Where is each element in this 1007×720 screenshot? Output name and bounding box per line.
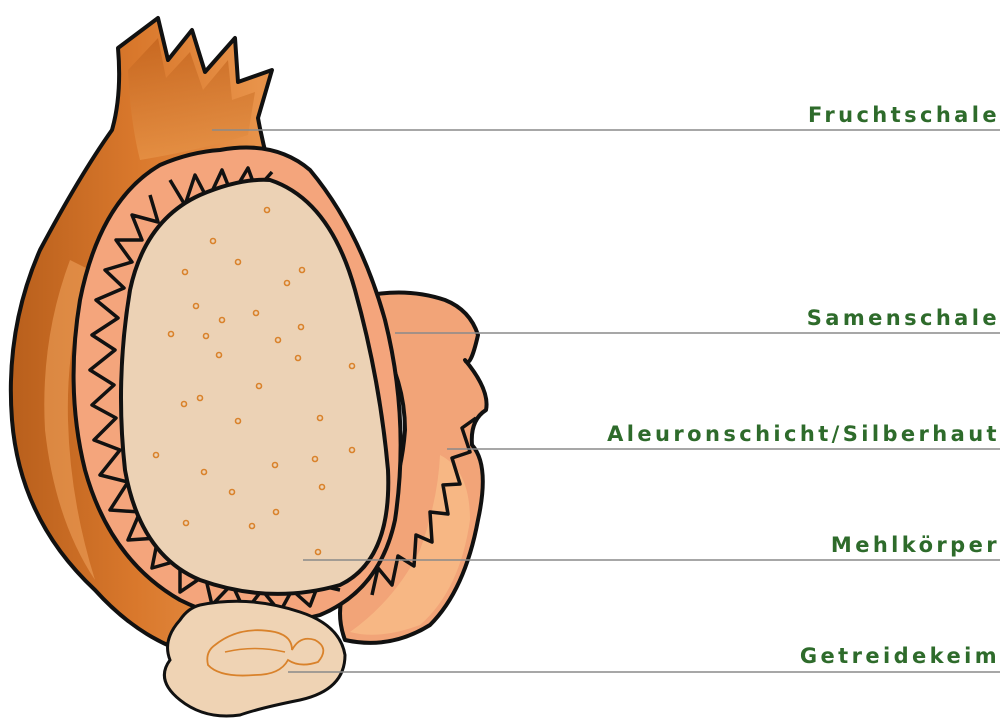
germ (164, 601, 345, 716)
label-getreidekeim: Getreidekeim (800, 646, 1000, 667)
label-fruchtschale: Fruchtschale (808, 105, 1000, 126)
label-aleuronschicht: Aleuronschicht/Silberhaut (607, 424, 1000, 445)
label-mehlkoerper: Mehlkörper (831, 535, 1000, 556)
label-samenschale: Samenschale (807, 308, 1000, 329)
